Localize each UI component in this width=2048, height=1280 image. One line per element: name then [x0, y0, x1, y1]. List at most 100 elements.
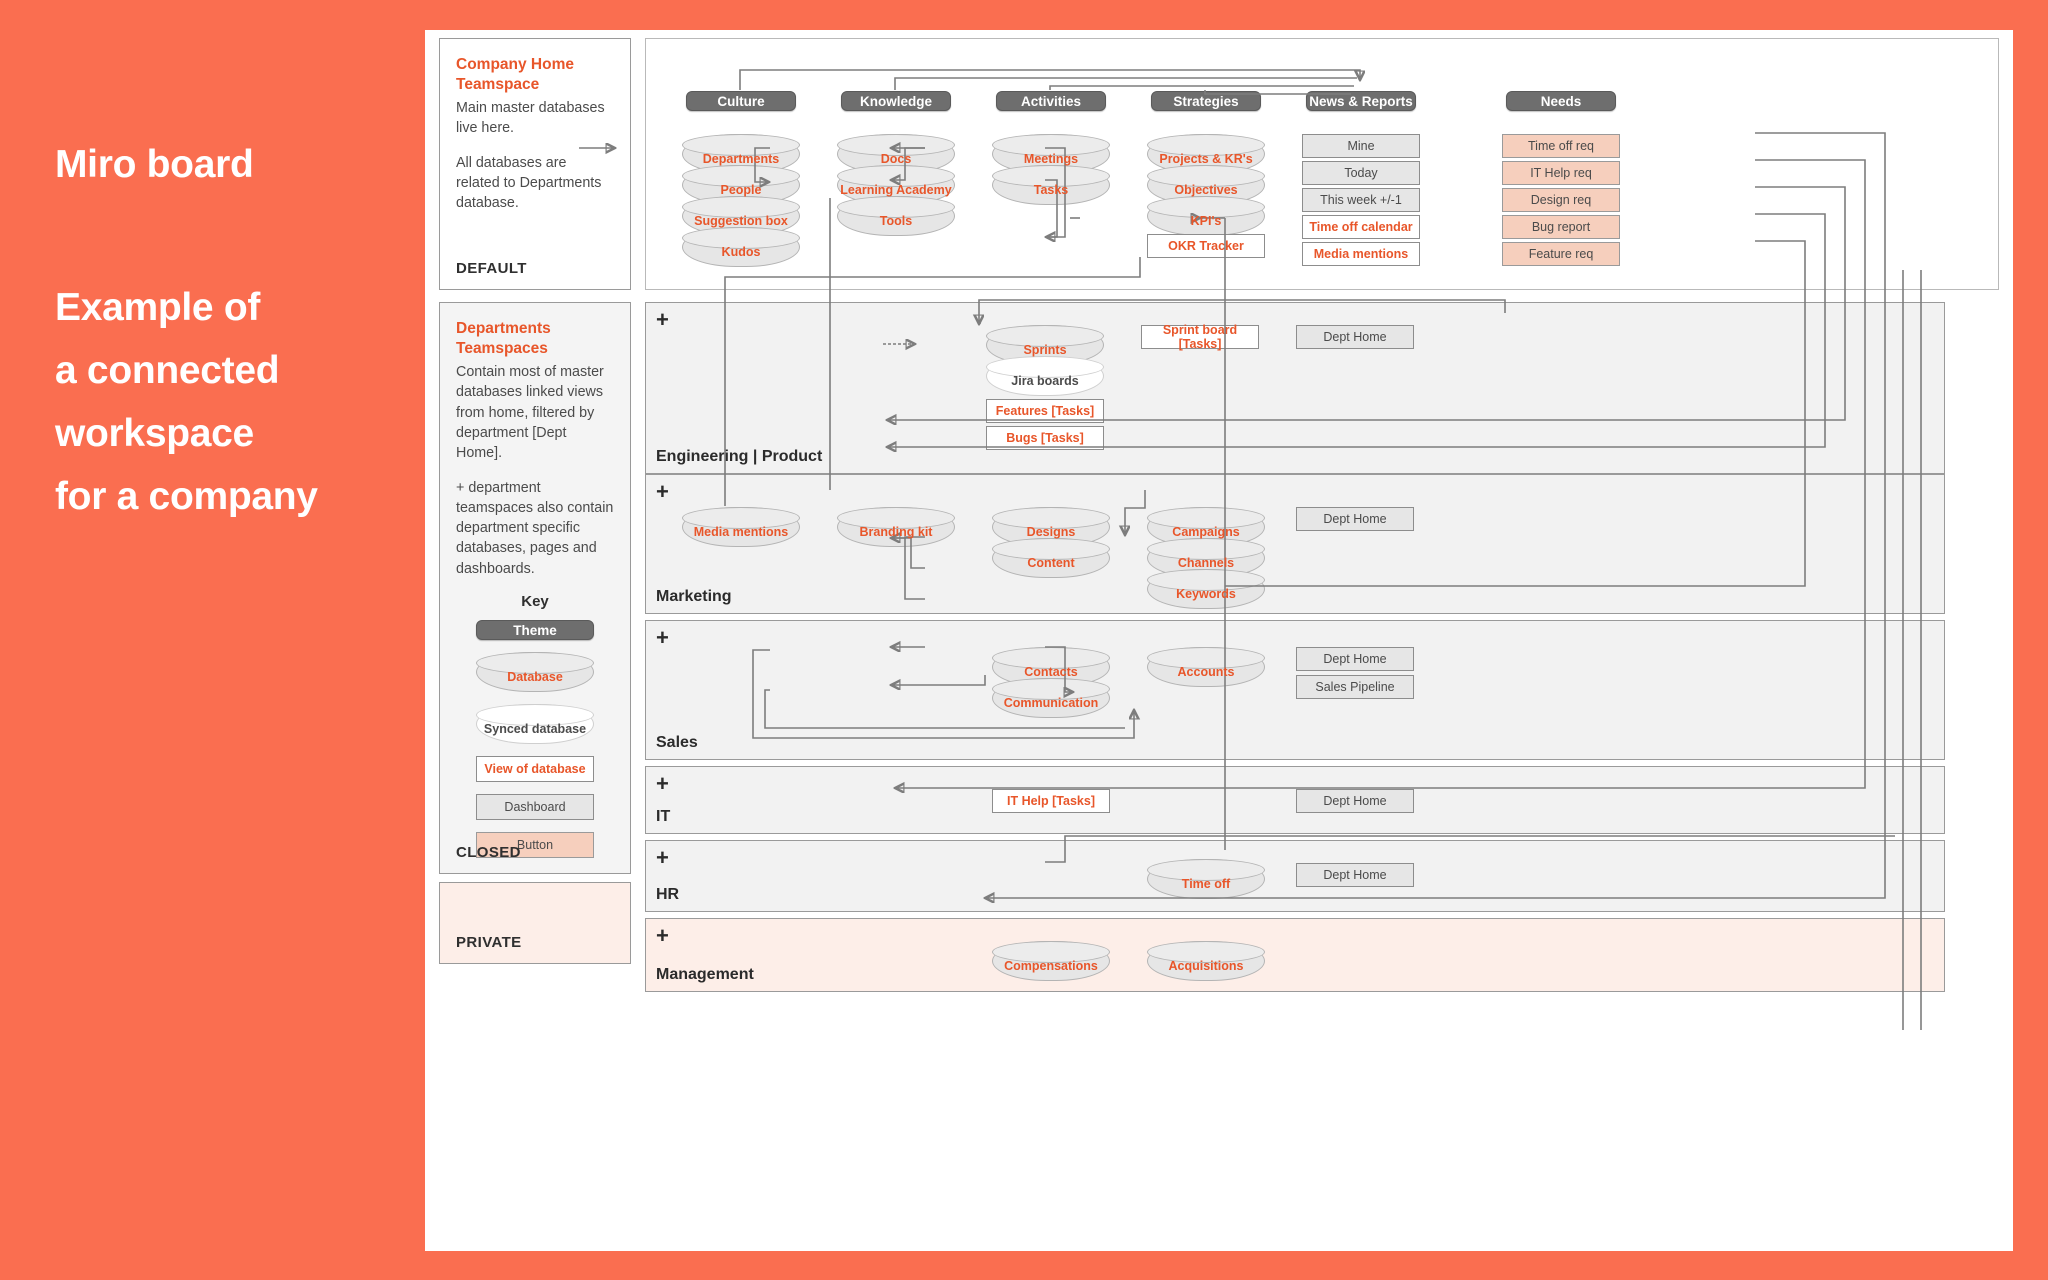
miro-board-canvas[interactable]: Company Home Teamspace Main master datab…: [425, 30, 2013, 1251]
node-features-tasks[interactable]: Features [Tasks]: [986, 399, 1104, 423]
promo-title-group: Miro board: [0, 145, 254, 184]
dept-row-it[interactable]: + IT IT Help [Tasks] Dept Home: [645, 766, 1945, 834]
node-accounts[interactable]: Accounts: [1147, 647, 1265, 687]
node-label: IT Help [Tasks]: [1007, 794, 1095, 808]
theme-chip-label: Knowledge: [859, 93, 932, 109]
node-dept-home[interactable]: Dept Home: [1296, 647, 1414, 671]
node-label: Departments: [702, 152, 780, 166]
node-bug-report[interactable]: Bug report: [1502, 215, 1620, 239]
node-okr-tracker[interactable]: OKR Tracker: [1147, 234, 1265, 258]
expand-icon[interactable]: +: [656, 307, 669, 332]
dept-row-engineering[interactable]: + Engineering | Product Sprints Jira boa…: [645, 302, 1945, 474]
node-label: Dept Home: [1323, 330, 1387, 344]
promo-subtitle-line-3: workspace: [55, 412, 254, 455]
node-branding-kit[interactable]: Branding kit: [837, 507, 955, 547]
node-this-week[interactable]: This week +/-1: [1302, 188, 1420, 212]
node-feature-req[interactable]: Feature req: [1502, 242, 1620, 266]
node-dept-home[interactable]: Dept Home: [1296, 863, 1414, 887]
dept-row-marketing[interactable]: + Marketing Media mentions Branding kit …: [645, 474, 1945, 614]
theme-chip-knowledge[interactable]: Knowledge: [841, 91, 951, 111]
node-label: People: [720, 183, 762, 197]
node-mine[interactable]: Mine: [1302, 134, 1420, 158]
legend-database-label: Database: [507, 670, 563, 684]
node-label: Tools: [879, 214, 913, 228]
node-label: Meetings: [1023, 152, 1079, 166]
expand-icon[interactable]: +: [656, 625, 669, 650]
sidebar-card-body: Main master databases live here. All dat…: [440, 94, 630, 213]
sidebar-card-departments[interactable]: Departments Teamspaces Contain most of m…: [439, 302, 631, 874]
sidebar-card-paragraph-1: Contain most of master databases linked …: [456, 364, 604, 462]
expand-icon[interactable]: +: [656, 771, 669, 796]
dept-row-hr[interactable]: + HR Time off Dept Home: [645, 840, 1945, 912]
node-label: Media mentions: [693, 525, 789, 539]
node-it-help-req[interactable]: IT Help req: [1502, 161, 1620, 185]
node-label: Today: [1344, 166, 1378, 180]
theme-chip-needs[interactable]: Needs: [1506, 91, 1616, 111]
legend-synced-database-label: Synced database: [483, 722, 587, 736]
node-media-mentions[interactable]: Media mentions: [682, 507, 800, 547]
dept-row-management[interactable]: + Management Compensations Acquisitions: [645, 918, 1945, 992]
sidebar-card-company-home[interactable]: Company Home Teamspace Main master datab…: [439, 38, 631, 290]
node-people[interactable]: People: [682, 165, 800, 205]
expand-icon[interactable]: +: [656, 845, 669, 870]
node-label: OKR Tracker: [1168, 239, 1244, 253]
node-dept-home[interactable]: Dept Home: [1296, 325, 1414, 349]
key-legend-item-synced-database: Synced database: [440, 704, 630, 744]
expand-icon[interactable]: +: [656, 923, 669, 948]
node-label: Dept Home: [1323, 794, 1387, 808]
node-label: Kudos: [721, 245, 761, 259]
node-label: Compensations: [1004, 959, 1098, 973]
legend-button-label: Button: [516, 838, 554, 852]
home-teamspace-row[interactable]: Culture Knowledge Activities Strategies …: [645, 38, 1999, 290]
key-heading: Key: [521, 593, 549, 610]
theme-chip-news-reports[interactable]: News & Reports: [1306, 91, 1416, 111]
node-label: Channels: [1177, 556, 1235, 570]
key-legend-item-button: Button: [440, 832, 630, 858]
promo-panel: Miro board Example of a connected worksp…: [0, 0, 420, 1280]
node-dept-home[interactable]: Dept Home: [1296, 789, 1414, 813]
node-suggestion-box[interactable]: Suggestion box: [682, 196, 800, 236]
promo-subtitle-line-2: a connected: [55, 349, 280, 392]
node-acquisitions[interactable]: Acquisitions: [1147, 941, 1265, 981]
node-label: Design req: [1530, 193, 1592, 207]
node-time-off-calendar[interactable]: Time off calendar: [1302, 215, 1420, 239]
promo-subtitle-group: Example of a connected workspace for a c…: [0, 288, 318, 540]
node-time-off[interactable]: Time off: [1147, 859, 1265, 899]
node-sprint-board-tasks[interactable]: Sprint board [Tasks]: [1141, 323, 1259, 351]
node-label: Feature req: [1528, 247, 1594, 261]
dept-row-sales[interactable]: + Sales Contacts Communication Accounts …: [645, 620, 1945, 760]
node-label: Mine: [1347, 139, 1375, 153]
sidebar-card-private[interactable]: PRIVATE: [439, 882, 631, 964]
node-projects-krs[interactable]: Projects & KR's: [1147, 134, 1265, 174]
sidebar-card-paragraph-1: Main master databases live here.: [456, 100, 605, 137]
node-label: Designs: [1026, 525, 1076, 539]
legend-dashboard-shape: Dashboard: [476, 794, 594, 820]
sidebar-card-status: PRIVATE: [456, 934, 522, 951]
legend-theme-label: Theme: [513, 622, 557, 638]
node-today[interactable]: Today: [1302, 161, 1420, 185]
key-legend-item-theme: Theme: [440, 620, 630, 640]
key-legend-list: Theme Database Synced database View of d…: [440, 620, 630, 858]
node-label: Time off: [1181, 877, 1231, 891]
node-it-help-tasks[interactable]: IT Help [Tasks]: [992, 789, 1110, 813]
theme-chip-label: Activities: [1020, 93, 1082, 109]
theme-chip-strategies[interactable]: Strategies: [1151, 91, 1261, 111]
node-media-mentions[interactable]: Media mentions: [1302, 242, 1420, 266]
expand-icon[interactable]: +: [656, 479, 669, 504]
node-design-req[interactable]: Design req: [1502, 188, 1620, 212]
sidebar-card-title: Company Home Teamspace: [456, 56, 574, 93]
node-time-off-req[interactable]: Time off req: [1502, 134, 1620, 158]
theme-chip-culture[interactable]: Culture: [686, 91, 796, 111]
node-label: IT Help req: [1530, 166, 1592, 180]
node-dept-home[interactable]: Dept Home: [1296, 507, 1414, 531]
node-label: Keywords: [1176, 587, 1236, 601]
node-sales-pipeline[interactable]: Sales Pipeline: [1296, 675, 1414, 699]
theme-chip-label: News & Reports: [1309, 93, 1413, 109]
node-compensations[interactable]: Compensations: [992, 941, 1110, 981]
theme-chip-activities[interactable]: Activities: [996, 91, 1106, 111]
node-bugs-tasks[interactable]: Bugs [Tasks]: [986, 426, 1104, 450]
dept-row-label: Management: [656, 966, 754, 983]
node-label: Communication: [1003, 696, 1099, 710]
theme-chip-label: Needs: [1540, 93, 1582, 109]
node-label: Content: [1027, 556, 1075, 570]
